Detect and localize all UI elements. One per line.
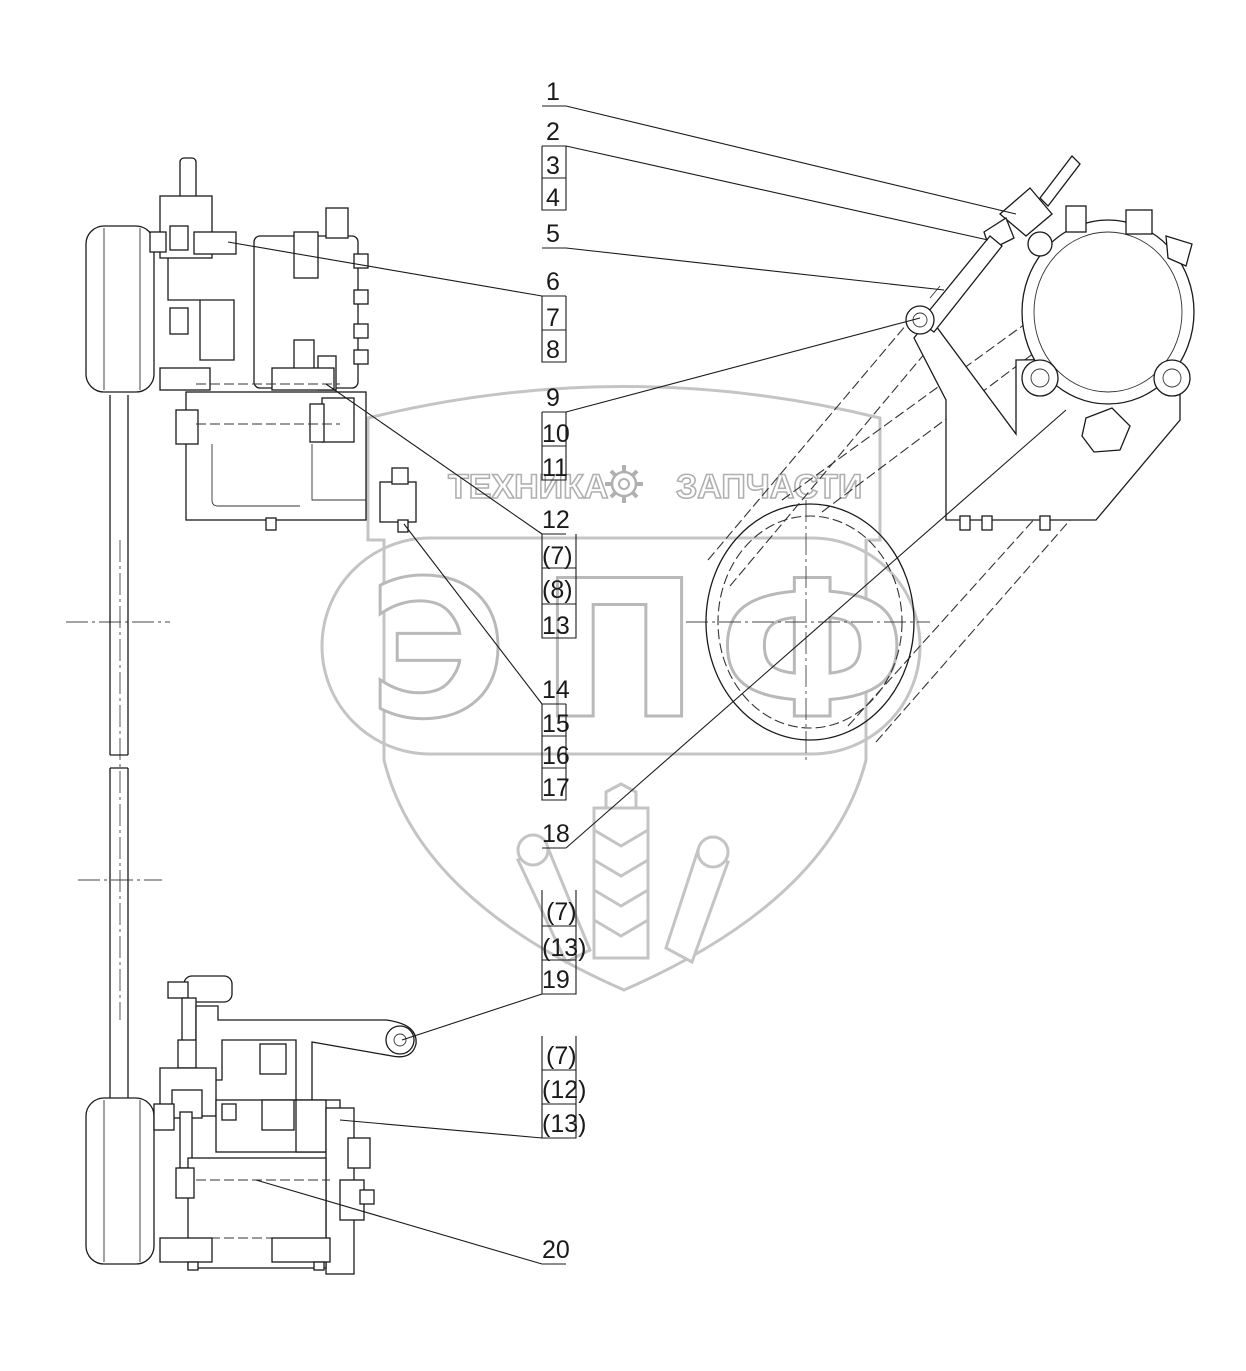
callout-9: 9 <box>546 384 560 412</box>
callout-12-ref-8: (8) <box>542 576 573 604</box>
callout-12-ref-7: (7) <box>542 542 573 570</box>
drive-belt <box>109 395 129 1100</box>
watermark-text-left: ТЕХНИКА <box>448 468 608 506</box>
watermark-text-right: ЗАПЧАСТИ <box>676 468 862 506</box>
wheat-icon <box>515 782 730 965</box>
watermark: ТЕХНИКА ЗАПЧАСТИ Э П Ф <box>320 385 922 992</box>
callout-19-ref-12: (12) <box>542 1076 586 1104</box>
right-alternator-assembly <box>705 155 1195 743</box>
callout-16: 16 <box>542 742 570 770</box>
crank-pulley <box>705 503 915 741</box>
callout-18-ref-7: (7) <box>546 898 577 926</box>
callout-2: 2 <box>546 118 560 146</box>
callout-19-ref-7: (7) <box>546 1042 577 1070</box>
callout-labels: 1 2 3 4 5 6 7 8 9 10 11 12 (7) (8) 13 14… <box>542 78 586 1264</box>
upper-pulley <box>85 225 155 393</box>
callout-19: 19 <box>542 966 570 994</box>
callout-6: 6 <box>546 268 560 296</box>
gear-icon <box>605 465 643 503</box>
lower-compressor-assembly <box>85 975 417 1275</box>
callout-5: 5 <box>546 220 560 248</box>
callout-20: 20 <box>542 1236 570 1264</box>
upper-compressor-assembly <box>85 157 417 533</box>
alternator-body <box>1021 219 1195 405</box>
callout-12: 12 <box>542 506 570 534</box>
callout-8: 8 <box>546 336 560 364</box>
lower-pulley <box>85 1097 155 1265</box>
callout-10: 10 <box>542 420 570 448</box>
callout-18: 18 <box>542 820 570 848</box>
leader-lines <box>227 105 1067 1265</box>
callout-4: 4 <box>546 184 560 212</box>
watermark-shield <box>366 385 882 992</box>
callout-11: 11 <box>542 454 568 482</box>
callout-14: 14 <box>542 676 570 704</box>
center-lines <box>66 500 930 1020</box>
callout-18-ref-13: (13) <box>542 934 586 962</box>
callout-1: 1 <box>546 78 560 106</box>
callout-3: 3 <box>546 152 560 180</box>
callout-7: 7 <box>546 304 560 332</box>
callout-15: 15 <box>542 710 570 738</box>
callout-19-ref-13: (13) <box>542 1110 586 1138</box>
watermark-letter-e: Э <box>368 540 507 761</box>
watermark-letter-f: Ф <box>718 540 906 761</box>
callout-17: 17 <box>542 774 570 802</box>
callout-13: 13 <box>542 612 570 640</box>
